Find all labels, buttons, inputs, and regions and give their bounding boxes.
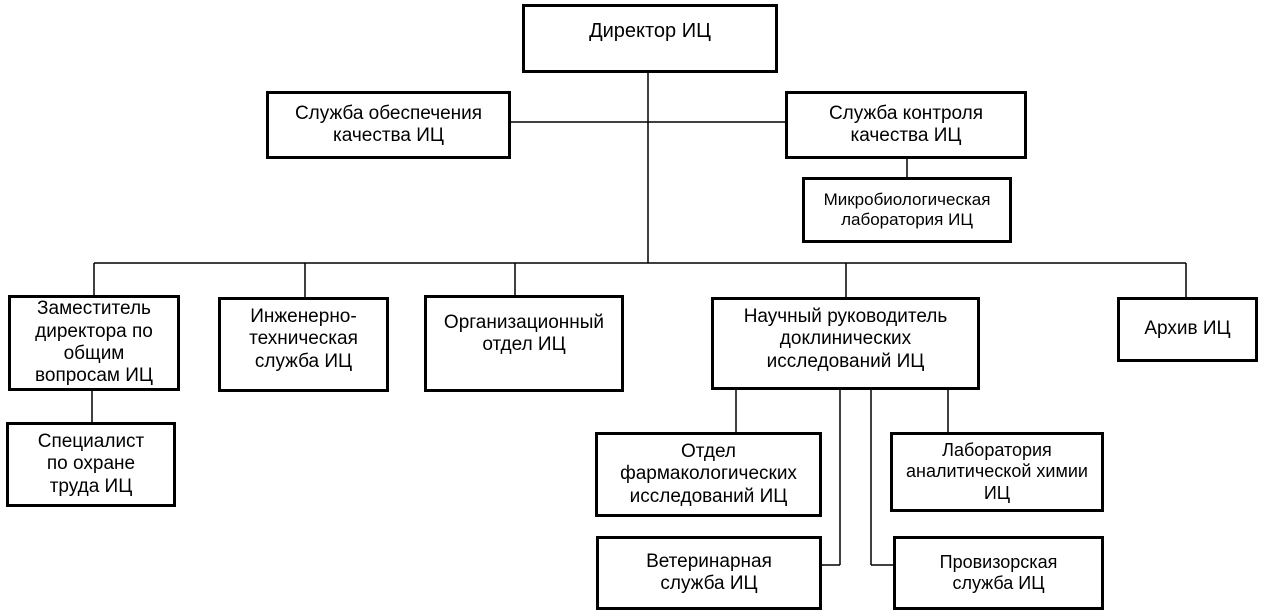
- analytical-chemistry-lab-box: Лаборатория аналитической химии ИЦ: [890, 432, 1104, 512]
- safety-specialist-box: Специалист по охране труда ИЦ: [6, 422, 176, 507]
- director-box: Директор ИЦ: [522, 4, 778, 73]
- quality-control-box: Служба контроля качества ИЦ: [785, 91, 1027, 159]
- pharmacist-service-box: Провизорская служба ИЦ: [893, 536, 1104, 610]
- quality-assurance-box: Служба обеспечения качества ИЦ: [266, 91, 511, 159]
- engineering-service-box: Инженерно- техническая служба ИЦ: [218, 297, 389, 392]
- deputy-director-box: Заместитель директора по общим вопросам …: [8, 295, 180, 391]
- archive-box: Архив ИЦ: [1117, 297, 1258, 362]
- scientific-supervisor-box: Научный руководитель доклинических иссле…: [711, 297, 980, 390]
- veterinary-service-box: Ветеринарная служба ИЦ: [596, 536, 822, 610]
- microbiology-lab-box: Микробиологическая лаборатория ИЦ: [802, 177, 1012, 243]
- pharmacology-dept-box: Отдел фармакологических исследований ИЦ: [595, 432, 822, 517]
- organizational-dept-box: Организационный отдел ИЦ: [424, 295, 624, 392]
